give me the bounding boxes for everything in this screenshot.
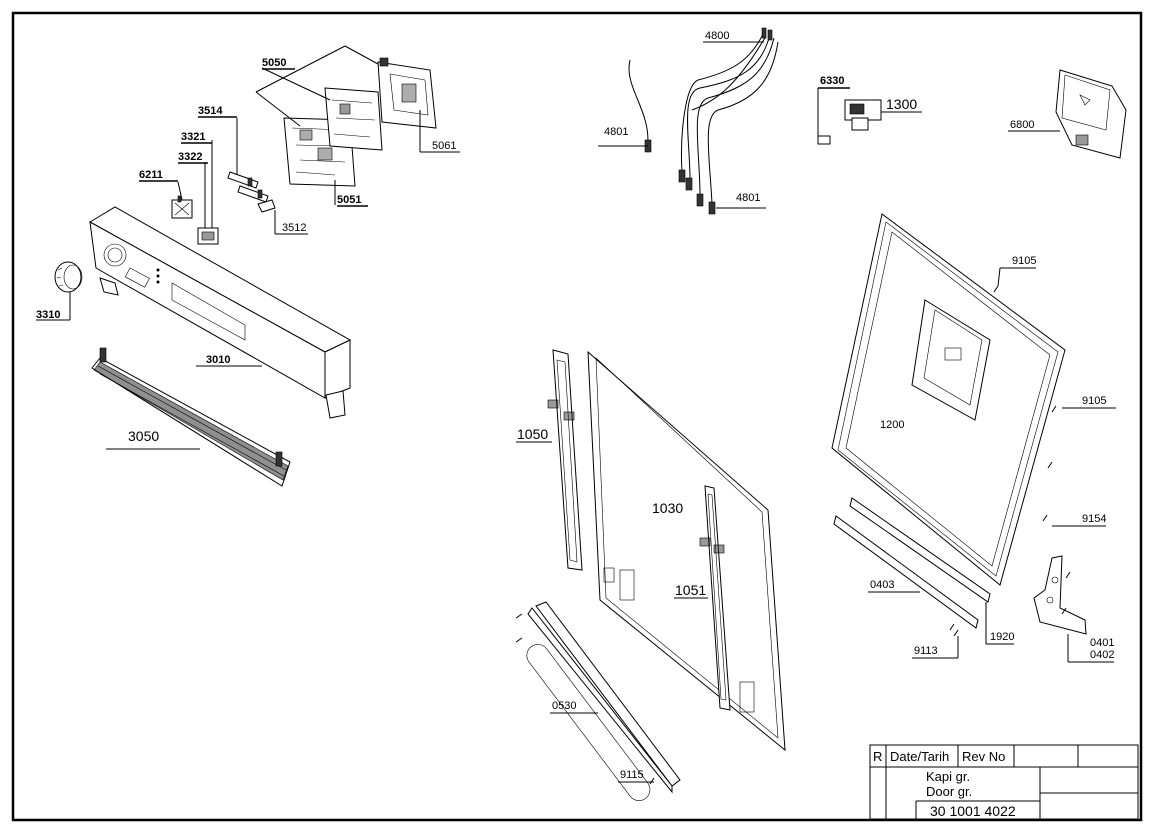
cable-harness-4800 — [678, 27, 779, 215]
label-4801-top: 4801 — [604, 126, 628, 138]
label-1200: 1200 — [880, 419, 904, 431]
control-panel-part — [88, 206, 352, 419]
screws-center — [515, 613, 655, 785]
electronic-housing-5061 — [377, 57, 437, 129]
title-block-title-tr: Kapi gr. — [926, 769, 970, 784]
small-parts-3514 — [227, 171, 269, 203]
rail-part — [91, 347, 291, 487]
title-block-r: R — [873, 749, 882, 764]
title-block-date-header: Date/Tarih — [890, 749, 949, 764]
knob-part — [54, 261, 83, 293]
title-block-doc-number: 30 1001 4022 — [930, 803, 1016, 819]
label-3512: 3512 — [282, 222, 306, 234]
label-1920: 1920 — [990, 631, 1014, 643]
cable-4801 — [628, 59, 652, 153]
label-6211: 6211 — [139, 169, 163, 181]
outer-door-part — [831, 213, 1066, 586]
switch-part-1300 — [817, 99, 882, 145]
label-9115: 9115 — [620, 769, 644, 781]
label-0401: 0401 — [1090, 637, 1114, 649]
screws-right — [949, 285, 1071, 637]
title-block-rev-header: Rev No — [962, 749, 1005, 764]
label-0403: 0403 — [870, 579, 894, 591]
label-3010: 3010 — [206, 354, 230, 366]
plate-part-0530 — [526, 601, 681, 801]
label-3321: 3321 — [181, 131, 205, 143]
button-block-3322 — [197, 227, 219, 245]
leader-lines — [36, 41, 1116, 783]
sheet-border — [11, 11, 1143, 822]
label-0530: 0530 — [552, 700, 576, 712]
title-block-title-en: Door gr. — [926, 784, 972, 799]
label-1051: 1051 — [675, 582, 706, 598]
label-3322: 3322 — [178, 151, 202, 163]
label-6330: 6330 — [820, 75, 844, 87]
label-9105-top: 9105 — [1012, 255, 1036, 267]
small-part-3512 — [257, 199, 276, 213]
label-9105-right: 9105 — [1082, 395, 1106, 407]
label-1030: 1030 — [652, 500, 683, 516]
part-labels: 5050 5061 5051 3514 3321 3322 6211 3512 … — [36, 30, 1114, 781]
module-part-6800 — [1055, 69, 1127, 159]
electronic-board-5050 — [324, 87, 383, 151]
label-3310: 3310 — [36, 309, 60, 321]
label-9113: 9113 — [914, 645, 938, 657]
inner-door-part — [587, 350, 786, 752]
hinge-part-0401 — [1033, 555, 1087, 635]
label-4800: 4800 — [705, 30, 729, 42]
bracket-part-1050 — [547, 349, 583, 571]
label-1050: 1050 — [517, 426, 548, 442]
label-5061: 5061 — [432, 140, 456, 152]
label-0402: 0402 — [1090, 649, 1114, 661]
label-1300: 1300 — [886, 96, 917, 112]
strip-part-0403 — [833, 497, 991, 629]
bracket-part-1051 — [699, 485, 731, 711]
label-5050: 5050 — [262, 57, 286, 69]
label-4801-bottom: 4801 — [736, 192, 760, 204]
label-6800: 6800 — [1010, 119, 1034, 131]
label-5051: 5051 — [337, 194, 361, 206]
button-block-6211 — [171, 195, 193, 219]
title-block: R Date/Tarih Rev No Kapi gr. Door gr. 30… — [869, 744, 1139, 820]
label-3050: 3050 — [128, 428, 159, 444]
label-3514: 3514 — [198, 105, 223, 117]
label-9154: 9154 — [1082, 513, 1106, 525]
